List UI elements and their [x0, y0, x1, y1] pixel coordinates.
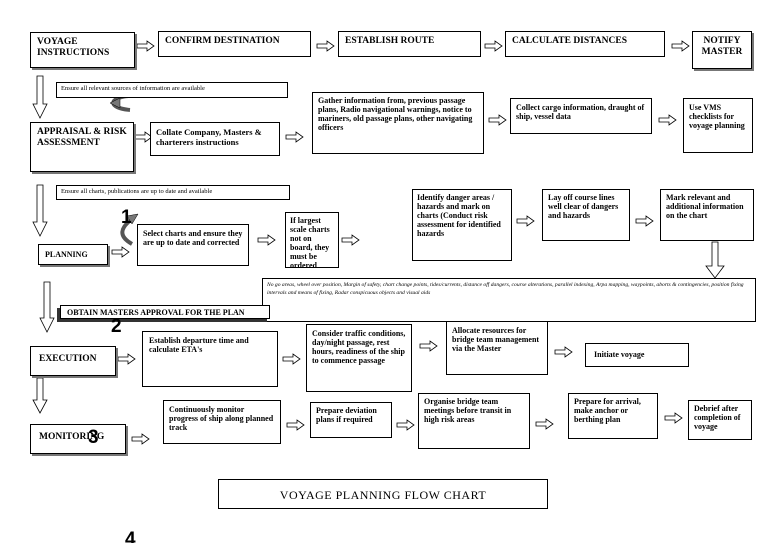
- prepare-arrival-box: Prepare for arrival, make anchor or bert…: [568, 393, 658, 439]
- select-charts-text: Select charts and ensure they are up to …: [143, 229, 243, 247]
- arrow-right-icon: [664, 412, 683, 424]
- identify-dangers-box: Identify danger areas / hazards and mark…: [412, 189, 512, 261]
- arrow-right-icon: [535, 418, 554, 430]
- appraisal-label: APPRAISAL & RISK ASSESSMENT: [37, 127, 127, 148]
- step-number-4: 4: [125, 529, 136, 543]
- step-number-3: 3: [88, 427, 99, 448]
- establish-route-box: ESTABLISH ROUTE: [338, 31, 481, 57]
- arrow-down-icon: [705, 241, 725, 279]
- deviation-plans-box: Prepare deviation plans if required: [310, 402, 392, 438]
- lay-off-course-box: Lay off course lines well clear of dange…: [542, 189, 630, 241]
- voyage-instructions-label: VOYAGE INSTRUCTIONS: [37, 37, 110, 58]
- execution-label: EXECUTION: [39, 354, 97, 364]
- arrow-right-icon: [257, 234, 276, 246]
- initiate-voyage-text: Initiate voyage: [594, 350, 645, 359]
- collect-cargo-box: Collect cargo information, draught of sh…: [510, 98, 652, 134]
- arrow-right-icon: [488, 114, 507, 126]
- prepare-arrival-text: Prepare for arrival, make anchor or bert…: [574, 397, 641, 424]
- bridge-team-meetings-box: Organise bridge team meetings before tra…: [418, 393, 530, 449]
- initiate-voyage-box: Initiate voyage: [585, 343, 689, 367]
- arrow-right-icon: [111, 246, 130, 258]
- allocate-resources-box: Allocate resources for bridge team manag…: [446, 321, 548, 375]
- arrow-right-icon: [635, 215, 654, 227]
- arrow-right-icon: [658, 114, 677, 126]
- vms-checklists-box: Use VMS checklists for voyage planning: [683, 98, 753, 153]
- bridge-team-meetings-text: Organise bridge team meetings before tra…: [424, 397, 512, 424]
- collate-instructions-text: Collate Company, Masters & charterers in…: [156, 127, 262, 147]
- traffic-conditions-box: Consider traffic conditions, day/night p…: [306, 324, 412, 392]
- arrow-right-icon: [316, 40, 335, 52]
- charts-up-to-date-note: Ensure all charts, publications are up t…: [56, 185, 290, 200]
- sources-note-text: Ensure all relevant sources of informati…: [61, 85, 205, 92]
- deviation-plans-text: Prepare deviation plans if required: [316, 406, 377, 424]
- planning-items-note: No go areas, wheel over position, Margin…: [262, 278, 756, 322]
- planning-items-text: No go areas, wheel over position, Margin…: [267, 282, 744, 296]
- curved-arrow-head-icon: [109, 97, 121, 109]
- lay-off-course-text: Lay off course lines well clear of dange…: [548, 193, 619, 220]
- vms-checklists-text: Use VMS checklists for voyage planning: [689, 103, 745, 130]
- arrow-right-icon: [484, 40, 503, 52]
- calculate-distances-label: CALCULATE DISTANCES: [512, 36, 627, 46]
- flow-chart-title: VOYAGE PLANNING FLOW CHART: [218, 479, 548, 509]
- arrow-right-icon: [516, 215, 535, 227]
- voyage-instructions-box: VOYAGE INSTRUCTIONS: [30, 32, 135, 68]
- arrow-right-icon: [341, 234, 360, 246]
- arrow-down-icon: [32, 75, 55, 414]
- departure-time-box: Establish departure time and calculate E…: [142, 331, 278, 387]
- arrow-right-icon: [285, 131, 304, 143]
- appraisal-box: APPRAISAL & RISK ASSESSMENT: [30, 122, 134, 172]
- arrow-right-icon: [117, 353, 136, 365]
- masters-approval-note: OBTAIN MASTERS APPROVAL FOR THE PLAN: [60, 305, 270, 319]
- traffic-conditions-text: Consider traffic conditions, day/night p…: [312, 329, 406, 365]
- mark-information-text: Mark relevant and additional information…: [666, 193, 744, 220]
- notify-master-box: NOTIFY MASTER: [692, 31, 752, 69]
- flow-chart-title-text: VOYAGE PLANNING FLOW CHART: [279, 488, 487, 502]
- monitoring-box: MONITORING: [30, 424, 126, 454]
- masters-approval-text: OBTAIN MASTERS APPROVAL FOR THE PLAN: [67, 308, 245, 317]
- step-number-2: 2: [111, 316, 122, 337]
- debrief-box: Debrief after completion of voyage: [688, 400, 752, 440]
- gather-information-box: Gather information from, previous passag…: [312, 92, 484, 154]
- monitor-progress-box: Continuously monitor progress of ship al…: [163, 400, 281, 444]
- charts-up-to-date-text: Ensure all charts, publications are up t…: [61, 188, 213, 195]
- arrow-right-icon: [282, 353, 301, 365]
- arrow-right-icon: [131, 433, 150, 445]
- collate-instructions-box: Collate Company, Masters & charterers in…: [150, 122, 280, 156]
- planning-label: PLANNING: [45, 250, 88, 259]
- sources-note: Ensure all relevant sources of informati…: [56, 82, 288, 98]
- largest-scale-charts-box: If largest scale charts not on board, th…: [285, 212, 339, 270]
- calculate-distances-box: CALCULATE DISTANCES: [505, 31, 665, 57]
- step-number-1: 1: [121, 207, 132, 228]
- identify-dangers-text: Identify danger areas / hazards and mark…: [417, 193, 501, 238]
- arrow-right-icon: [136, 40, 155, 52]
- monitoring-label: MONITORING: [39, 432, 105, 442]
- arrow-right-icon: [419, 340, 438, 352]
- collect-cargo-text: Collect cargo information, draught of sh…: [516, 103, 645, 121]
- select-charts-box: Select charts and ensure they are up to …: [137, 224, 249, 266]
- arrow-right-icon: [286, 419, 305, 431]
- debrief-text: Debrief after completion of voyage: [694, 404, 741, 431]
- confirm-destination-label: CONFIRM DESTINATION: [165, 36, 280, 46]
- departure-time-text: Establish departure time and calculate E…: [149, 336, 249, 354]
- largest-scale-charts-text: If largest scale charts not on board, th…: [290, 216, 330, 270]
- establish-route-label: ESTABLISH ROUTE: [345, 36, 435, 46]
- notify-master-label: NOTIFY MASTER: [701, 36, 743, 57]
- gather-information-text: Gather information from, previous passag…: [318, 96, 473, 132]
- arrow-right-icon: [671, 40, 690, 52]
- confirm-destination-box: CONFIRM DESTINATION: [158, 31, 311, 57]
- arrow-right-icon: [554, 346, 573, 358]
- allocate-resources-text: Allocate resources for bridge team manag…: [452, 326, 540, 353]
- monitor-progress-text: Continuously monitor progress of ship al…: [169, 405, 274, 432]
- planning-box: PLANNING: [38, 244, 108, 265]
- mark-information-box: Mark relevant and additional information…: [660, 189, 754, 241]
- execution-box: EXECUTION: [30, 346, 116, 376]
- arrow-right-icon: [396, 419, 415, 431]
- curved-arrow-head-icon: [126, 213, 139, 225]
